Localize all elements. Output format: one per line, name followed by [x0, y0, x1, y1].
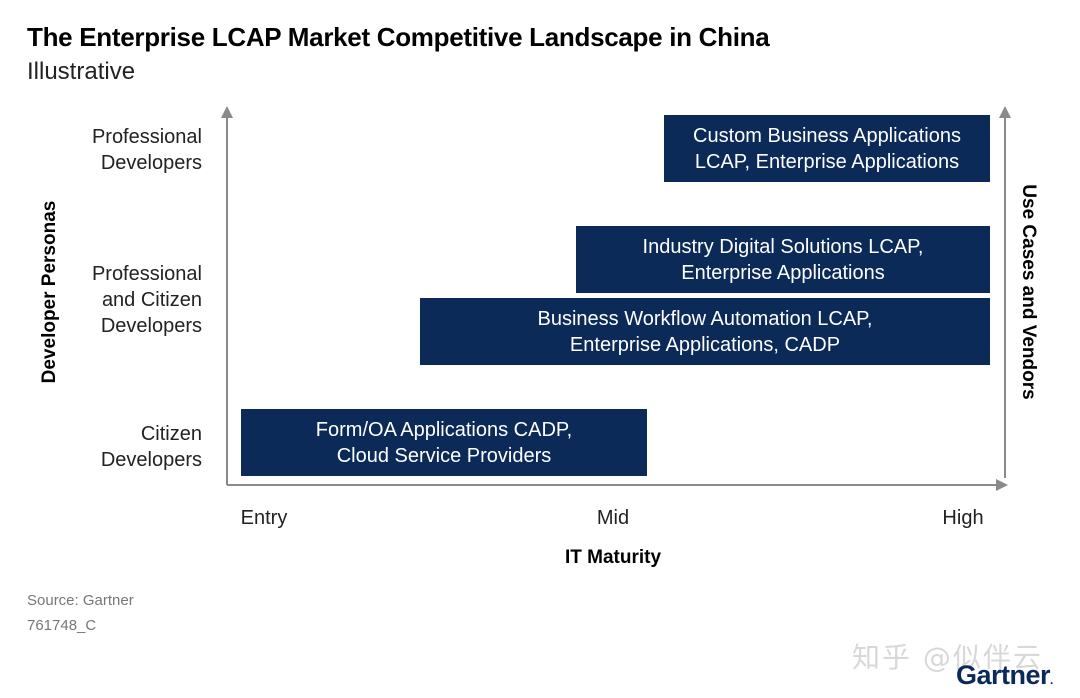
source-note: Source: Gartner	[27, 592, 134, 609]
y-tick-citizen: Citizen Developers	[100, 423, 202, 471]
y-tick-professional: Professional Developers	[91, 126, 202, 174]
document-id: 761748_C	[27, 617, 97, 634]
y-axis-arrow-icon	[221, 106, 233, 118]
segment-business-workflow-automation: Business Workflow Automation LCAP, Enter…	[420, 298, 990, 365]
x-tick-entry: Entry	[240, 507, 288, 529]
x-axis-arrow-icon	[996, 479, 1008, 491]
chart-subtitle: Illustrative	[27, 58, 136, 85]
x-axis-label: IT Maturity	[564, 547, 662, 568]
segment-industry-digital-solutions: Industry Digital Solutions LCAP, Enterpr…	[576, 226, 990, 293]
right-axis-arrow-icon	[999, 106, 1011, 118]
x-tick-high: High	[942, 507, 984, 529]
x-tick-mid: Mid	[596, 507, 630, 529]
watermark: 知乎 @似伴云	[852, 641, 1043, 674]
gartner-logo: Gartner.	[956, 660, 1053, 690]
chart-title: The Enterprise LCAP Market Competitive L…	[27, 22, 770, 52]
segment-form-oa-applications: Form/OA Applications CADP, Cloud Service…	[241, 409, 647, 476]
y-tick-professional-and-citizen: Professional and Citizen Developers	[91, 263, 202, 337]
segment-custom-business-applications: Custom Business Applications LCAP, Enter…	[664, 115, 990, 182]
